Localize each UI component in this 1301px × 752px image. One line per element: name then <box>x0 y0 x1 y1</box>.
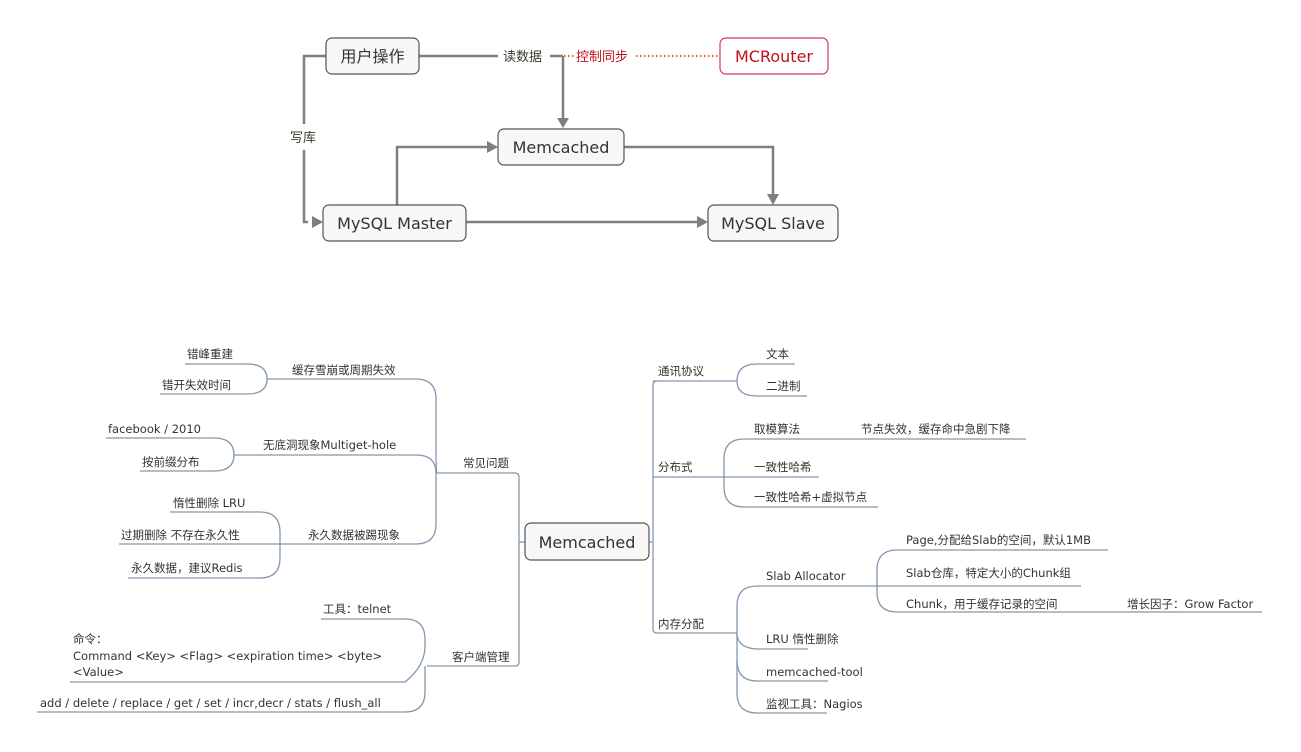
node-user-op-label: 用户操作 <box>340 47 404 66</box>
edge-write-bottom <box>302 150 308 224</box>
node-user-op[interactable]: 用户操作 <box>325 37 420 75</box>
leaf-grow-factor[interactable]: 增长因子：Grow Factor <box>1127 597 1253 611</box>
leaf-command-syntax[interactable]: Command <Key> <Flag> <expiration time> <… <box>73 649 382 663</box>
branch-evicted-line <box>280 473 437 545</box>
topic-permanent-evicted[interactable]: 永久数据被踢现象 <box>308 528 400 542</box>
topic-memory-allocation[interactable]: 内存分配 <box>658 617 704 631</box>
leaf-expire-delete[interactable]: 过期删除 不存在永久性 <box>121 528 240 542</box>
topic-protocol[interactable]: 通讯协议 <box>658 364 704 378</box>
leaf-lru-lazy-delete[interactable]: LRU 惰性删除 <box>766 632 839 646</box>
edge-label-control-sync: 控制同步 <box>576 50 628 65</box>
leaves-client-lower <box>37 666 426 713</box>
leaf-node-failure[interactable]: 节点失效，缓存命中急剧下降 <box>861 422 1011 436</box>
leaf-tool-telnet[interactable]: 工具：telnet <box>323 602 392 616</box>
mindmap-root-label: Memcached <box>539 533 636 552</box>
mindmap-root[interactable]: Memcached <box>524 522 650 561</box>
leaf-consistent-hash[interactable]: 一致性哈希 <box>754 460 812 474</box>
arrow-right-memcached <box>487 141 498 153</box>
leaf-command-value[interactable]: <Value> <box>73 665 124 679</box>
leaf-stagger-expiry[interactable]: 错开失效时间 <box>162 378 231 392</box>
leaves-distributed-curve <box>723 438 1026 508</box>
node-mysql-slave-label: MySQL Slave <box>721 214 825 233</box>
leaves-protocol-line <box>736 363 807 397</box>
leaves-memory-curve <box>736 585 858 714</box>
leaf-consistent-hash-virtual[interactable]: 一致性哈希+虚拟节点 <box>754 490 867 504</box>
leaf-facebook-2010[interactable]: facebook / 2010 <box>108 422 201 436</box>
leaves-avalanche-line <box>160 363 268 395</box>
leaves-slab-curve <box>876 549 1262 613</box>
topic-common-issues[interactable]: 常见问题 <box>463 456 509 470</box>
leaf-tool-line <box>736 659 828 682</box>
topic-cache-avalanche[interactable]: 缓存雪崩或周期失效 <box>292 363 396 377</box>
arrow-right-master <box>312 216 323 228</box>
leaf-command-title[interactable]: 命令： <box>73 632 108 646</box>
branch-multiget-line <box>234 454 437 474</box>
leaf-chunk[interactable]: Chunk，用于缓存记录的空间 <box>906 597 1058 611</box>
arrow-down-memcached <box>557 118 569 128</box>
branch-avalanche-line <box>267 378 438 474</box>
leaves-evicted-curve <box>128 511 281 579</box>
mindmap: Memcached 常见问题 缓存雪崩或周期失效 错峰重建 错开失效时间 无底洞… <box>37 347 1262 714</box>
leaf-stagger-rebuild[interactable]: 错峰重建 <box>187 347 233 361</box>
leaf-use-redis[interactable]: 永久数据，建议Redis <box>131 561 243 575</box>
leaf-memcached-tool[interactable]: memcached-tool <box>766 665 863 679</box>
leaf-text-protocol[interactable]: 文本 <box>766 347 789 361</box>
node-mysql-master-label: MySQL Master <box>337 214 452 233</box>
topic-client-management[interactable]: 客户端管理 <box>452 650 510 664</box>
node-memcached[interactable]: Memcached <box>497 128 625 166</box>
leaf-binary-protocol[interactable]: 二进制 <box>766 379 801 393</box>
arrow-right-slave <box>697 216 708 228</box>
flowchart: 读数据 控制同步 写库 用户操作 MCRouter Memcached MySQ… <box>290 37 839 242</box>
leaf-command-list[interactable]: add / delete / replace / get / set / inc… <box>40 696 381 710</box>
leaf-lazy-delete-lru[interactable]: 惰性删除 LRU <box>173 496 245 510</box>
node-mcrouter-label: MCRouter <box>735 47 813 66</box>
arrow-down-slave <box>767 194 779 205</box>
right-trunk <box>652 380 719 634</box>
leaf-prefix-distribution[interactable]: 按前缀分布 <box>142 455 200 469</box>
node-mcrouter[interactable]: MCRouter <box>719 37 829 75</box>
leaf-slab-allocator[interactable]: Slab Allocator <box>766 569 846 583</box>
edge-master-to-memcached <box>395 145 487 205</box>
leaf-lru-line <box>719 632 808 650</box>
edge-memcached-to-slave <box>624 145 775 194</box>
left-trunk <box>427 472 520 667</box>
leaves-multiget-line <box>106 437 235 472</box>
node-memcached-label: Memcached <box>513 138 610 157</box>
leaf-nagios[interactable]: 监视工具：Nagios <box>766 697 863 711</box>
topic-distributed[interactable]: 分布式 <box>658 460 693 474</box>
leaf-modulo[interactable]: 取模算法 <box>754 422 800 436</box>
leaf-page[interactable]: Page,分配给Slab的空间，默认1MB <box>906 533 1091 547</box>
edge-write-top <box>302 54 326 124</box>
edge-label-write: 写库 <box>290 130 316 146</box>
edge-label-read: 读数据 <box>503 50 542 65</box>
node-mysql-master[interactable]: MySQL Master <box>322 204 467 242</box>
leaves-client-upper <box>70 618 426 683</box>
node-mysql-slave[interactable]: MySQL Slave <box>707 204 839 242</box>
leaf-slab-warehouse[interactable]: Slab仓库，特定大小的Chunk组 <box>906 566 1071 580</box>
topic-multiget-hole[interactable]: 无底洞现象Multiget-hole <box>263 438 396 452</box>
